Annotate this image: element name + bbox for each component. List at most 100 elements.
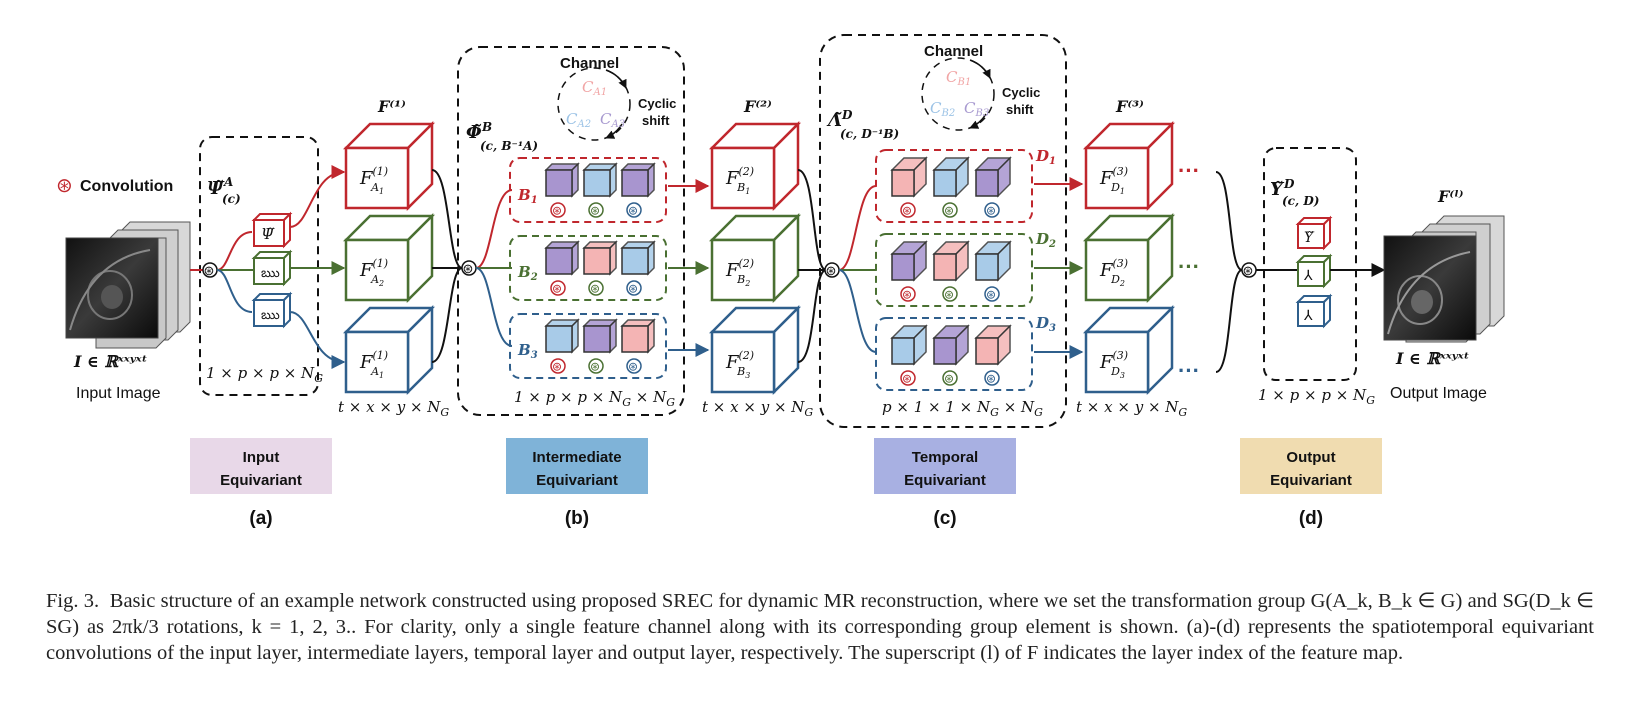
panel-d-kernel-sup: D bbox=[1283, 177, 1295, 191]
panel-c-kernel-cubes: ⊛⊛⊛⊛⊛⊛⊛⊛⊛ bbox=[890, 156, 1012, 386]
channel-item: CA1 bbox=[582, 78, 607, 98]
temporal-kernel-cube bbox=[890, 156, 928, 198]
output-mri-image bbox=[1383, 235, 1477, 341]
feature-3-dims: t × x × y × NG bbox=[1076, 398, 1187, 419]
panel-letter-b: (b) bbox=[565, 508, 589, 529]
kernel-cube bbox=[544, 240, 580, 276]
panel-c: ⊛ Channel CB1 CB2 CB3 Cyclic shift Λ̃ D … bbox=[819, 34, 1084, 428]
temporal-kernel-cube bbox=[932, 324, 970, 366]
badge-output-equivariant: Output Equivariant (d) bbox=[1240, 438, 1382, 529]
feature-2-title: F⁽²⁾ bbox=[743, 97, 772, 116]
badge-intermediate-equivariant: Intermediate Equivariant (b) bbox=[506, 438, 648, 529]
badge-line: Output bbox=[1286, 449, 1335, 466]
kernel-glyph: ⅄ bbox=[1303, 307, 1313, 323]
feature-2-dims: t × x × y × NG bbox=[702, 398, 813, 419]
convolution-label: Convolution bbox=[80, 178, 173, 195]
feature-cubes-1: F⁽¹⁾ F(1)A1 F(1)A2 F(1)A1 t × x × y × NG bbox=[338, 97, 463, 419]
convolution-glyph: ⊛ bbox=[628, 282, 638, 296]
kernel-glyph: Ψ̃ bbox=[261, 225, 275, 243]
kernel-glyph: Υ̃ bbox=[1304, 230, 1315, 246]
output-image-stack: F⁽ˡ⁾ I ∈ ℝˣˣʸˣᵗ Output Image bbox=[1383, 187, 1505, 402]
row-label: D3 bbox=[1035, 314, 1056, 334]
feature-1-title: F⁽¹⁾ bbox=[377, 97, 406, 116]
kernel-glyph: ⅄ bbox=[1303, 267, 1313, 283]
panel-d-border bbox=[1263, 147, 1357, 381]
convolution-icon bbox=[900, 370, 916, 386]
svg-text:⊛: ⊛ bbox=[826, 263, 837, 278]
panel-c-row-1 bbox=[875, 149, 1033, 223]
panel-a-kernel-sup: A bbox=[223, 175, 233, 189]
convolution-glyph: ⊛ bbox=[902, 204, 912, 218]
convolution-icon bbox=[588, 358, 604, 374]
panel-c-row-3 bbox=[875, 317, 1033, 391]
figure-caption: Fig. 3. Basic structure of an example ne… bbox=[46, 588, 1594, 666]
panel-letter-d: (d) bbox=[1299, 508, 1323, 529]
row-label: D1 bbox=[1035, 147, 1056, 167]
panel-b-row-3 bbox=[509, 313, 667, 379]
input-image-stack: I ∈ ℝˣˣʸˣᵗ Input Image bbox=[65, 221, 191, 402]
svg-text:⊛: ⊛ bbox=[204, 263, 215, 278]
row-label: B1 bbox=[517, 186, 538, 206]
convolution-glyph: ⊛ bbox=[944, 204, 954, 218]
panel-a-kernel-2: ఋ bbox=[251, 249, 293, 287]
panel-b-kernel-sub: (c, B⁻¹A) bbox=[480, 139, 538, 153]
channel-item: CB3 bbox=[964, 99, 989, 119]
convolution-icon bbox=[588, 202, 604, 218]
cube-f1-a1: F(1)A1 bbox=[342, 120, 436, 212]
panel-b-dims: 1 × p × p × NG × NG bbox=[514, 388, 675, 409]
convolution-glyph: ⊛ bbox=[590, 360, 600, 374]
panel-a: Ψ̃ A (c) ⊛ Ψ̃ ఋ ఋ bbox=[190, 136, 346, 396]
kernel-cube bbox=[544, 162, 580, 198]
panel-a-kernel-1: Ψ̃ bbox=[251, 211, 293, 249]
temporal-kernel-cube bbox=[890, 324, 928, 366]
kernel-glyph: ఋ bbox=[261, 265, 280, 280]
output-label: Output Image bbox=[1390, 385, 1487, 402]
panel-d-kernel-sub: (c, D) bbox=[1282, 194, 1319, 208]
network-diagram: ⊛ Convolution I ∈ ℝˣˣʸˣᵗ Input Image Ψ̃ … bbox=[56, 34, 1505, 529]
cube-f2-b1: F(2)B1 bbox=[708, 120, 802, 212]
convolution-icon bbox=[942, 202, 958, 218]
panel-d-kernel-2: ⅄ bbox=[1295, 253, 1333, 289]
badge-line: Temporal bbox=[912, 449, 978, 466]
caption-fig-label: Fig. 3. bbox=[46, 590, 100, 612]
panel-c-channel-title: Channel bbox=[924, 43, 983, 60]
channel-item: CA3 bbox=[600, 110, 625, 130]
badge-line: Equivariant bbox=[536, 472, 618, 489]
panel-b-row-1 bbox=[509, 157, 667, 223]
temporal-kernel-cube bbox=[890, 240, 928, 282]
convolution-glyph: ⊛ bbox=[590, 204, 600, 218]
feature-1-dims: t × x × y × NG bbox=[338, 398, 449, 419]
panel-a-kernel-3: ఋ bbox=[251, 291, 293, 329]
panel-c-kernel-sub: (c, D⁻¹B) bbox=[840, 127, 899, 141]
channel-item: CB1 bbox=[946, 68, 971, 88]
convolution-glyph: ⊛ bbox=[628, 360, 638, 374]
panel-b-row-2 bbox=[509, 235, 667, 301]
svg-text:F(3)D2: F(3)D2 bbox=[1099, 257, 1128, 288]
panel-d-kernel-title: Υ̃ bbox=[1270, 179, 1285, 200]
ellipsis-blue: ··· bbox=[1178, 358, 1200, 383]
svg-text:⊛: ⊛ bbox=[463, 261, 474, 276]
kernel-cube bbox=[620, 162, 656, 198]
convolution-glyph: ⊛ bbox=[944, 288, 954, 302]
panel-d-dims: 1 × p × p × NG bbox=[1258, 386, 1375, 407]
cube-f3-d3: F(3)D3 bbox=[1082, 304, 1176, 396]
convolution-icon bbox=[588, 280, 604, 296]
convolution-glyph: ⊛ bbox=[552, 282, 562, 296]
temporal-kernel-cube bbox=[932, 156, 970, 198]
convolution-icon bbox=[626, 358, 642, 374]
panel-a-dims: 1 × p × p × NG bbox=[206, 364, 323, 385]
kernel-cube bbox=[582, 162, 618, 198]
panel-b-channel-title: Channel bbox=[560, 55, 619, 72]
badge-line: Equivariant bbox=[1270, 472, 1352, 489]
panel-b-kernel-cubes: ⊛⊛⊛⊛⊛⊛⊛⊛⊛ bbox=[544, 162, 656, 374]
convolution-glyph: ⊛ bbox=[590, 282, 600, 296]
convolution-icon bbox=[984, 202, 1000, 218]
feature-cubes-2: F⁽²⁾ F(2)B1 F(2)B2 F(2)B3 t × x × y × NG bbox=[702, 97, 827, 419]
panel-letter-c: (c) bbox=[933, 508, 956, 529]
temporal-kernel-cube bbox=[974, 240, 1012, 282]
cyclic-label: Cyclic bbox=[1002, 85, 1040, 100]
panel-b-kernel-sup: B bbox=[481, 120, 492, 134]
svg-text:F(1)A1: F(1)A1 bbox=[359, 165, 388, 196]
feature-cubes-3: F⁽³⁾ F(3)D1 F(3)D2 F(3)D3 t × x × y × NG… bbox=[1076, 97, 1243, 419]
row-label: D2 bbox=[1035, 230, 1056, 250]
